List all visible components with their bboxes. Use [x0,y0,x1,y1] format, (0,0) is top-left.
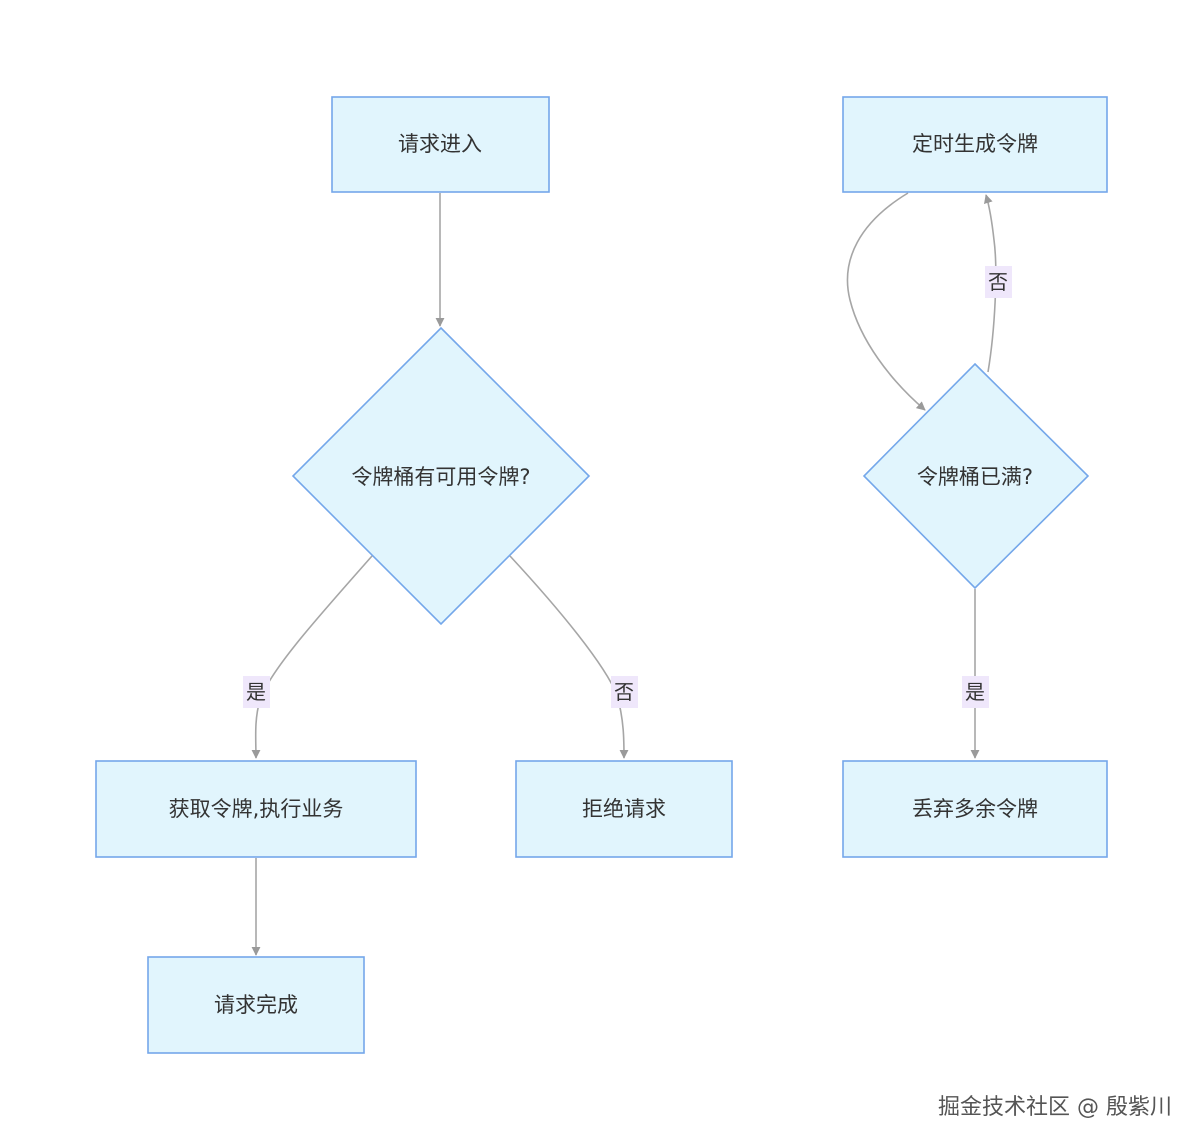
node-discard-token: 丢弃多余令牌 [842,760,1108,858]
svg-text:是: 是 [965,680,985,704]
svg-text:否: 否 [614,680,634,704]
edge-label-check-no: 否 [611,676,638,708]
edge-label-full-no: 否 [985,266,1012,298]
svg-text:令牌桶已满?: 令牌桶已满? [917,465,1033,489]
svg-text:丢弃多余令牌: 丢弃多余令牌 [912,797,1038,821]
svg-text:令牌桶有可用令牌?: 令牌桶有可用令牌? [351,465,530,489]
node-acquire-token: 获取令牌,执行业务 [95,760,417,858]
node-generate-token: 定时生成令牌 [842,96,1108,193]
watermark-text: 掘金技术社区 @ 殷紫川 [938,1095,1172,1120]
svg-text:拒绝请求: 拒绝请求 [582,797,666,821]
svg-text:定时生成令牌: 定时生成令牌 [912,132,1038,156]
node-request-enter: 请求进入 [331,96,550,193]
node-request-done: 请求完成 [147,956,365,1054]
decision-has-token: 令牌桶有可用令牌? [291,326,591,626]
node-reject-request: 拒绝请求 [515,760,733,858]
svg-text:请求进入: 请求进入 [398,132,482,156]
edge-check-yes-to-acquire [251,555,373,759]
edge-full-no-to-generate [984,194,997,373]
edge-generate-to-full [846,192,926,411]
svg-text:否: 否 [988,270,1008,294]
edge-label-full-yes: 是 [962,676,989,708]
svg-text:请求完成: 请求完成 [214,993,298,1017]
edge-check-no-to-reject [509,555,629,759]
edge-label-check-yes: 是 [243,676,270,708]
svg-text:是: 是 [246,680,266,704]
decision-bucket-full: 令牌桶已满? [862,362,1090,590]
svg-text:获取令牌,执行业务: 获取令牌,执行业务 [169,797,344,821]
